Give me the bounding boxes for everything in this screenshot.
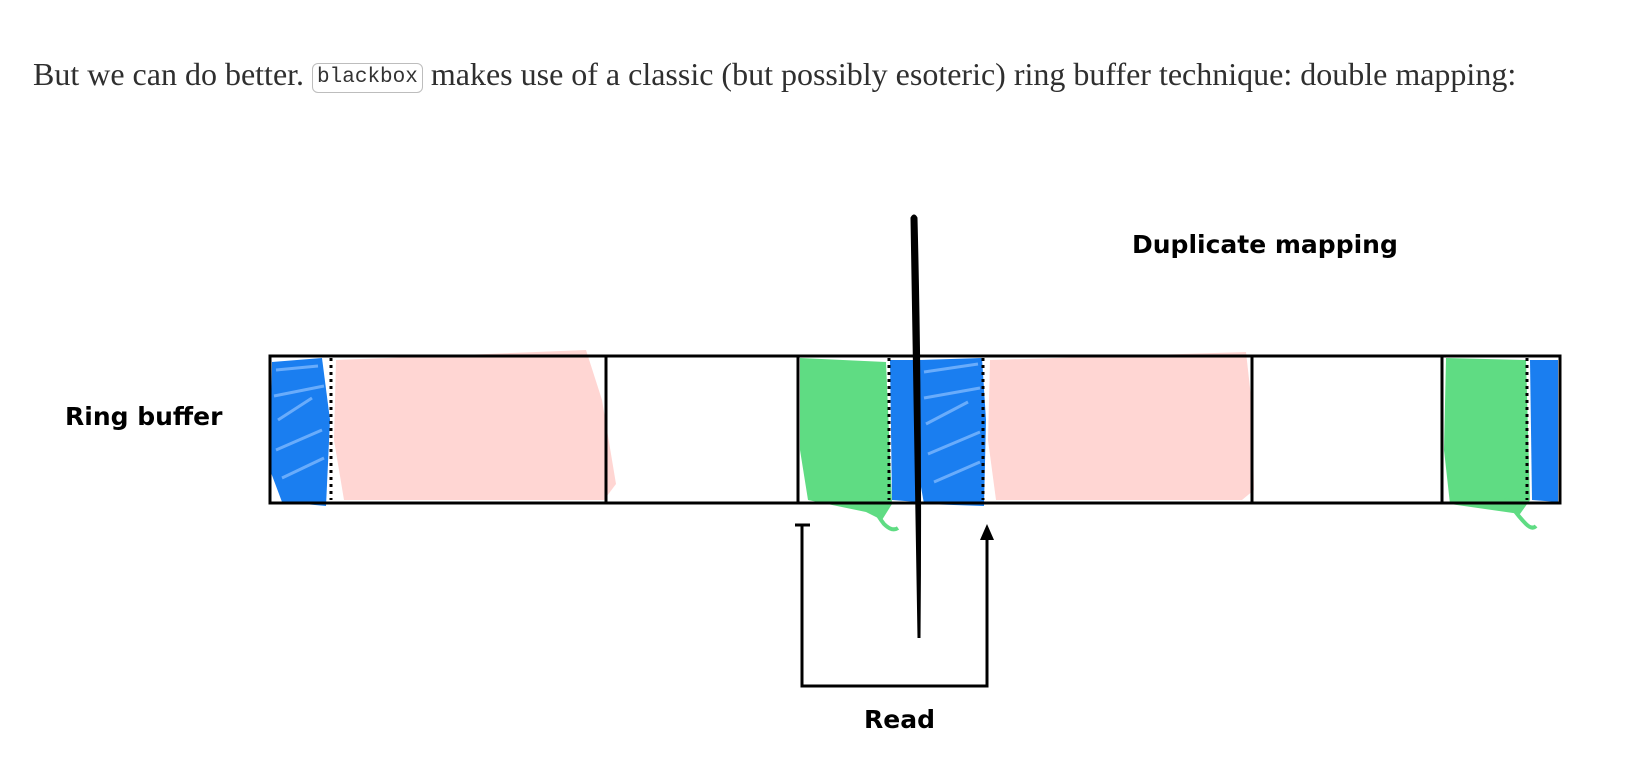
read-bracket: [795, 523, 994, 688]
read-arrowhead: [980, 524, 994, 540]
read-label: Read: [864, 705, 935, 734]
duplicate-mapping-segment: [918, 352, 1558, 530]
duplicate-green-block: [1444, 358, 1530, 514]
ring-buffer-segment: [270, 350, 918, 532]
ring-buffer-blue-scribble: [273, 364, 325, 480]
duplicate-blue-block: [918, 358, 986, 506]
ring-buffer-green-block: [800, 358, 892, 520]
duplicate-mapping-label: Duplicate mapping: [1132, 230, 1398, 259]
mapping-separator-line: [910, 214, 922, 639]
duplicate-pink-block: [988, 352, 1254, 500]
intro-text-after: makes use of a classic (but possibly eso…: [422, 56, 1517, 92]
ring-buffer-label: Ring buffer: [65, 402, 223, 431]
ring-buffer-green-tail: [866, 495, 900, 532]
ring-buffer-blue-end-block: [890, 360, 918, 502]
read-bracket-path: [800, 525, 989, 688]
duplicate-blue-scribble: [923, 362, 981, 484]
intro-paragraph: But we can do better. blackbox makes use…: [33, 46, 1573, 109]
inline-code-blackbox: blackbox: [312, 63, 423, 93]
intro-text-before: But we can do better.: [33, 56, 313, 92]
duplicate-blue-end-block: [1530, 360, 1558, 502]
duplicate-green-tail: [1504, 496, 1538, 530]
ring-buffer-pink-block: [334, 350, 616, 500]
